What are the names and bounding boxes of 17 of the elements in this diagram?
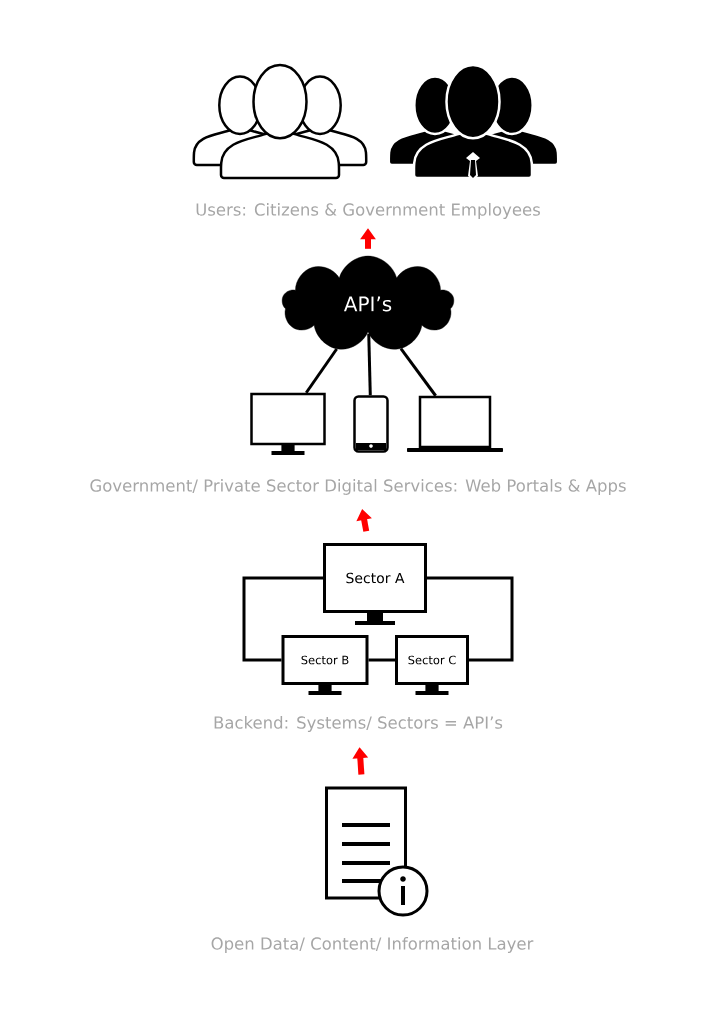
monitor: Sector B [281, 635, 369, 695]
connector-line [427, 576, 514, 662]
connector-line [399, 347, 437, 397]
connector-line [305, 348, 338, 394]
phone-icon [353, 395, 389, 453]
monitor: Sector C [395, 635, 469, 695]
layer-label: Users: Citizens & Government Employees [196, 203, 540, 219]
layer-label: Open Data/ Content/ Information Layer [211, 937, 534, 953]
connector-line [242, 576, 323, 662]
monitor: Sector A [323, 543, 427, 625]
cloud: API’s [281, 255, 455, 350]
monitor-icon [250, 392, 326, 455]
laptop-icon [407, 395, 503, 452]
layer-label: Government/ Private Sector Digital Services: Web Portals & Apps [90, 479, 626, 495]
connector-line [368, 658, 395, 662]
connector-line [367, 333, 372, 396]
layer-label: Backend: Systems/ Sectors = API’s [214, 716, 503, 732]
